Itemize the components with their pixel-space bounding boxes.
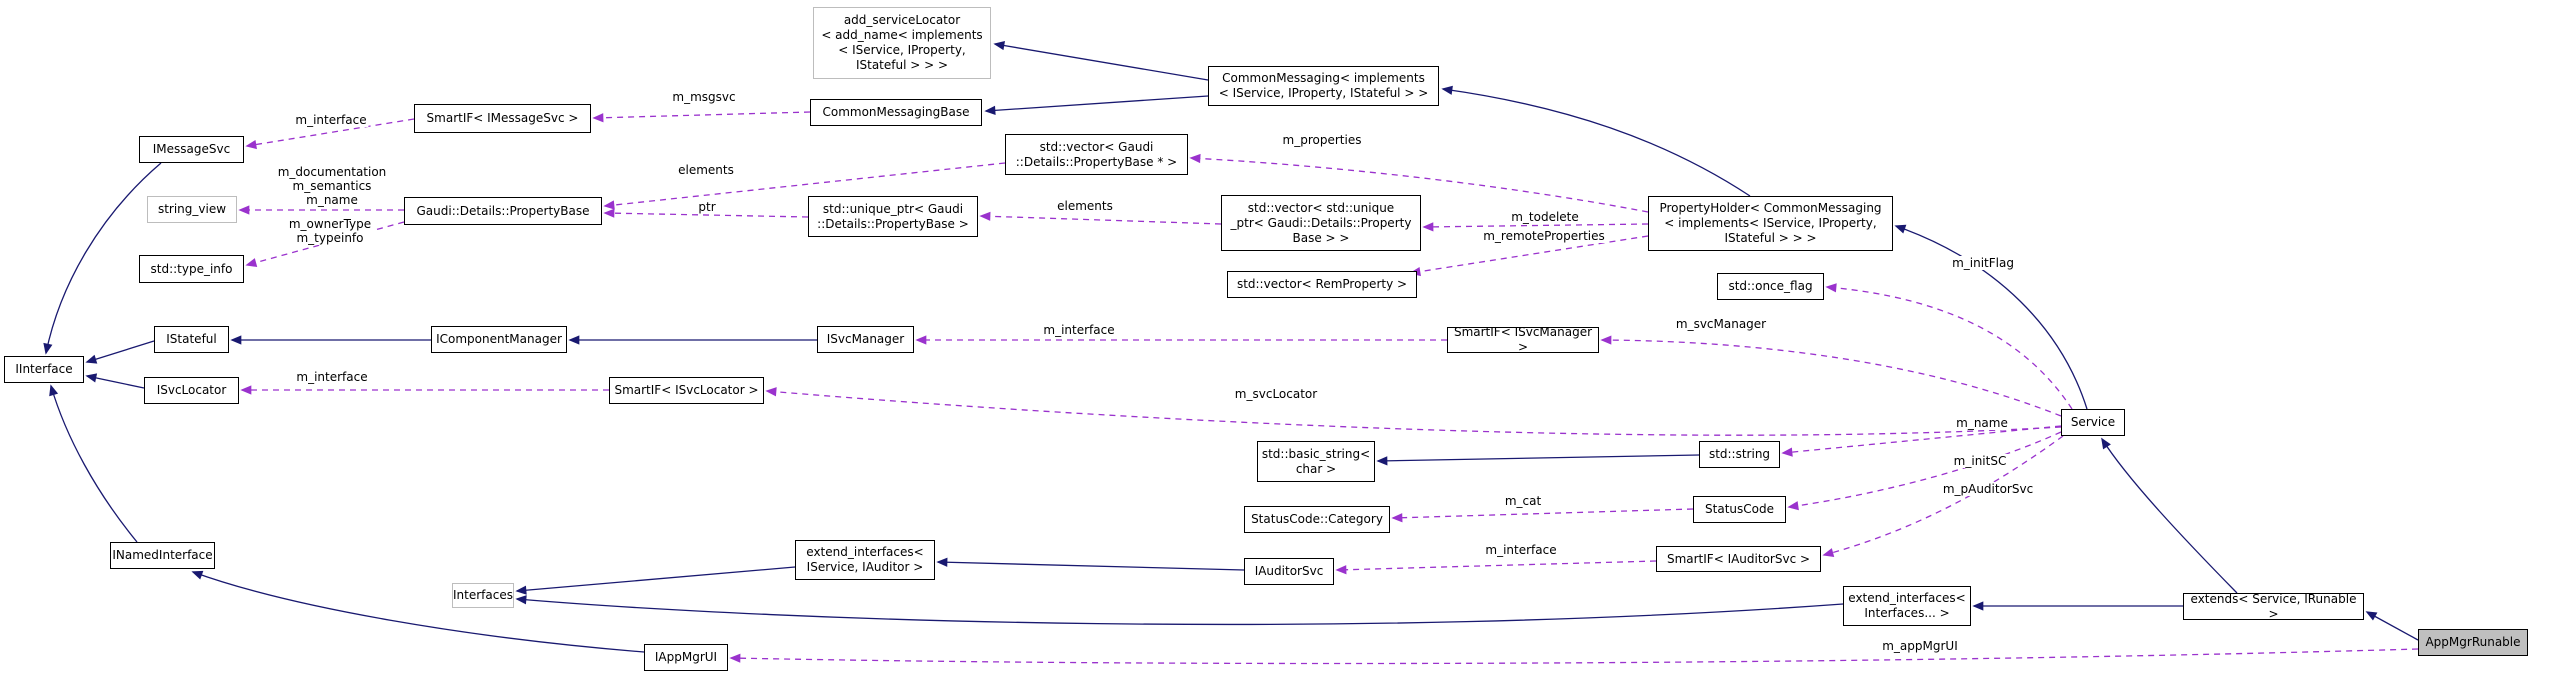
edge-label-m-interface: m_interface — [294, 370, 370, 384]
inheritance-edge-istateful-to-iinterface — [85, 340, 155, 364]
node-propertybase[interactable]: Gaudi::Details::PropertyBase — [404, 197, 602, 225]
node-smartif-isvclocator[interactable]: SmartIF< ISvcLocator > — [609, 377, 764, 404]
inheritance-edge-imessagesvc-to-iinterface — [43, 162, 162, 355]
node-extends-service-irunable[interactable]: extends< Service, IRunable > — [2183, 592, 2364, 621]
node-string-view[interactable]: string_view — [147, 196, 237, 223]
edge-label-m-initflag: m_initFlag — [1950, 256, 2016, 270]
node-interfaces[interactable]: Interfaces — [452, 583, 514, 608]
usage-edge-service-to-once-flag — [1825, 283, 2073, 410]
node-once-flag[interactable]: std::once_flag — [1717, 273, 1824, 300]
inheritance-edge-extends-service-irunable-to-service — [2101, 437, 2238, 594]
node-commonmessagingbase[interactable]: CommonMessagingBase — [810, 99, 982, 126]
node-unique-ptr-propertybase[interactable]: std::unique_ptr< Gaudi ::Details::Proper… — [808, 196, 978, 237]
edge-label-m-initsc: m_initSC — [1951, 454, 2009, 468]
usage-edge-statuscode-to-statuscode-category — [1391, 508, 1694, 523]
inheritance-edge-appmgrrunable-to-extends-service-irunable — [2365, 611, 2419, 641]
node-service[interactable]: Service — [2061, 409, 2125, 436]
node-propertyholder[interactable]: PropertyHolder< CommonMessaging < implem… — [1648, 196, 1893, 251]
inheritance-edge-iappmgrui-to-inamedinterface — [191, 570, 645, 653]
edge-label-m-interface: m_interface — [1483, 543, 1559, 557]
node-extend-interfaces-interfaces[interactable]: extend_interfaces< Interfaces... > — [1843, 586, 1971, 626]
usage-edge-appmgrrunable-to-iappmgrui — [729, 648, 2419, 665]
edge-label-m-svclocator: m_svcLocator — [1232, 387, 1320, 401]
node-add-servicelocator[interactable]: add_serviceLocator < add_name< implement… — [813, 7, 991, 79]
node-statuscode[interactable]: StatusCode — [1693, 496, 1786, 523]
usage-edge-propertyholder-to-vector-remproperty — [1409, 235, 1649, 277]
usage-edge-service-to-std-string — [1781, 425, 2062, 457]
node-appmgrrunable[interactable]: AppMgrRunable — [2418, 629, 2528, 656]
node-extend-interfaces-iservice-iauditor[interactable]: extend_interfaces< IService, IAuditor > — [795, 540, 935, 580]
usage-edge-propertyholder-to-vector-propertybase-ptr — [1189, 153, 1649, 213]
node-icomponentmanager[interactable]: IComponentManager — [431, 326, 567, 353]
edge-label-elements: elements — [676, 163, 736, 177]
inheritance-edge-propertyholder-to-commonmessaging — [1441, 85, 1751, 197]
node-smartif-iauditorsvc[interactable]: SmartIF< IAuditorSvc > — [1656, 546, 1821, 572]
inheritance-edge-iauditorsvc-to-extend-interfaces-iservice-iauditor — [936, 557, 1245, 571]
node-basic-string-char[interactable]: std::basic_string< char > — [1257, 441, 1375, 482]
edge-label-m-appmgrui: m_appMgrUI — [1880, 639, 1960, 653]
node-iinterface[interactable]: IInterface — [4, 356, 84, 383]
inheritance-edge-commonmessaging-to-commonmessagingbase — [984, 95, 1209, 115]
node-vector-propertybase-ptr[interactable]: std::vector< Gaudi ::Details::PropertyBa… — [1005, 134, 1188, 175]
edge-label-m-interface: m_interface — [293, 113, 369, 127]
edge-label-m-interface: m_interface — [1041, 323, 1117, 337]
usage-edge-vector-unique-ptr-to-unique-ptr-propertybase — [979, 211, 1222, 225]
edge-label-ptr: ptr — [696, 200, 718, 214]
usage-edge-propertyholder-to-vector-unique-ptr — [1422, 222, 1649, 232]
node-iappmgrui[interactable]: IAppMgrUI — [644, 644, 728, 671]
node-type-info[interactable]: std::type_info — [139, 255, 244, 283]
inheritance-edge-extend-interfaces-iservice-iauditor-to-interfaces — [515, 566, 796, 595]
edge-label-m-remoteproperties: m_remoteProperties — [1481, 229, 1607, 243]
inheritance-edge-service-to-propertyholder — [1894, 224, 2088, 410]
usage-edge-service-to-smartif-isvcmanager — [1600, 335, 2062, 417]
inheritance-edge-std-string-to-basic-string-char — [1376, 454, 1700, 466]
node-smartif-imessagesvc[interactable]: SmartIF< IMessageSvc > — [414, 104, 591, 133]
edge-label-m-msgsvc: m_msgsvc — [670, 90, 738, 104]
inheritance-edge-commonmessaging-to-add-servicelocator — [993, 41, 1209, 81]
node-std-string[interactable]: std::string — [1699, 441, 1780, 468]
inheritance-edge-inamedinterface-to-iinterface — [49, 384, 138, 543]
edge-label-m-svcmanager: m_svcManager — [1673, 317, 1769, 331]
edge-label-m-pauditorsvc: m_pAuditorSvc — [1940, 482, 2036, 496]
edge-label-m-todelete: m_todelete — [1509, 210, 1581, 224]
usage-edge-service-to-statuscode — [1787, 431, 2062, 511]
usage-edge-service-to-smartif-isvclocator — [765, 387, 2062, 436]
edge-label-m-name: m_name — [1954, 416, 2010, 430]
node-vector-remproperty[interactable]: std::vector< RemProperty > — [1227, 271, 1417, 298]
usage-edge-commonmessagingbase-to-smartif-imessagesvc — [592, 111, 811, 123]
edge-label-elements: elements — [1055, 199, 1115, 213]
inheritance-edge-isvclocator-to-iinterface — [85, 373, 145, 389]
edge-label-m-cat: m_cat — [1502, 494, 1544, 508]
usage-edge-unique-ptr-propertybase-to-propertybase — [603, 208, 809, 218]
usage-edge-smartif-iauditorsvc-to-iauditorsvc — [1335, 560, 1657, 575]
usage-edge-service-to-smartif-iauditorsvc — [1822, 435, 2064, 558]
node-imessagesvc[interactable]: IMessageSvc — [139, 136, 244, 163]
node-inamedinterface[interactable]: INamedInterface — [110, 542, 215, 569]
node-istateful[interactable]: IStateful — [154, 326, 229, 353]
node-vector-unique-ptr[interactable]: std::vector< std::unique _ptr< Gaudi::De… — [1221, 195, 1421, 251]
edge-label-m-documentation: m_documentation m_semantics m_name — [275, 165, 389, 207]
node-smartif-isvcmanager[interactable]: SmartIF< ISvcManager > — [1447, 325, 1599, 354]
node-commonmessaging[interactable]: CommonMessaging< implements < IService, … — [1208, 66, 1439, 106]
edge-label-m-ownertype: m_ownerType m_typeinfo — [286, 217, 374, 245]
usage-edge-vector-propertybase-ptr-to-propertybase — [603, 162, 1006, 210]
inheritance-edge-extend-interfaces-interfaces-to-interfaces — [515, 595, 1844, 626]
node-statuscode-category[interactable]: StatusCode::Category — [1244, 506, 1390, 533]
edge-label-m-properties: m_properties — [1280, 133, 1364, 147]
node-isvclocator[interactable]: ISvcLocator — [144, 377, 239, 404]
node-isvcmanager[interactable]: ISvcManager — [817, 326, 914, 353]
node-iauditorsvc[interactable]: IAuditorSvc — [1244, 558, 1334, 585]
